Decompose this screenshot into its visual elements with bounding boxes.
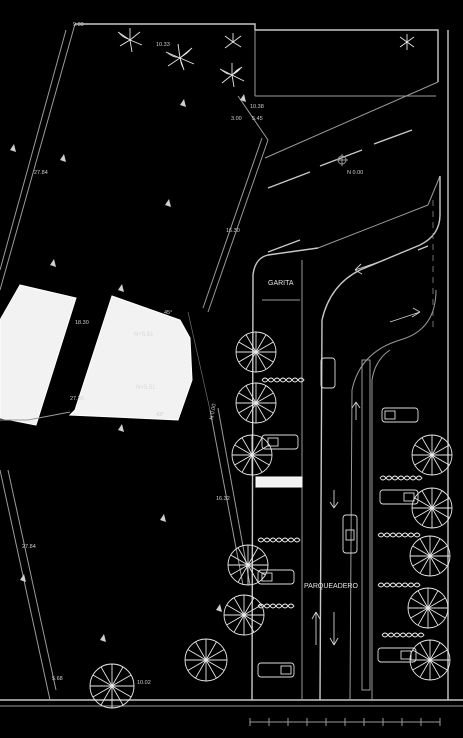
hedge-row [381,632,425,638]
dim-2784-bottom: 27.84 [22,544,36,550]
hedge-row [261,377,305,383]
garita-label: GARITA [268,280,294,287]
tree-icon [235,382,277,424]
tree-icon [227,544,269,586]
tree-icon [223,594,265,636]
hedge-row [377,582,421,588]
level-label-side: N 0.00 [209,403,218,420]
level-label-b: N+5.51 [136,385,156,391]
tree-icon [407,587,449,629]
dim-2784-top: 27.84 [34,170,48,176]
tree-icon [409,639,451,681]
dim-1033: 10.33 [156,42,170,48]
hedge-row [257,537,301,543]
tree-icon [235,331,277,373]
tree-icon [184,638,228,682]
tree-icon [411,434,453,476]
plan-text: GARITA PARQUEADERO N+5.51 N+5.51 N 0.00 … [22,22,363,686]
dim-545: 5.45 [252,116,263,122]
angle-43: 43° [156,412,164,418]
corner-top: 9.30 [73,22,84,28]
hedge-row [257,603,295,609]
level-label-road: N 0.00 [347,170,363,176]
corner-bottom: 5.68 [52,676,63,682]
tree-icon [411,487,453,529]
direction-arrows [311,259,421,646]
hedges [257,377,425,638]
dim-1632: 16.32 [216,496,230,502]
scale-bar [249,718,441,726]
angle-45: 45° [164,310,172,316]
dim-1830: 18.30 [75,320,89,326]
dim-1002: 10.02 [137,680,151,686]
property-boundary [0,23,463,707]
dim-1630: 16.30 [226,228,240,234]
round-trees [89,331,453,709]
tree-icon [89,663,135,709]
plot-lines [187,30,441,586]
hedge-row [377,532,421,538]
level-label-a: N+5.51 [134,332,154,338]
grass-markers [10,94,246,642]
hedge-row [379,475,423,481]
road-lines [251,176,441,701]
dim-300: 3.00 [231,116,242,122]
parqueadero-label: PARQUEADERO [304,583,358,590]
road-markings [267,129,434,330]
dim-2730: 27.30 [70,396,84,402]
survey-point [336,154,348,166]
parked-cars [257,357,419,678]
palm-trees [117,28,415,88]
tree-icon [409,535,451,577]
tree-icon [231,434,273,476]
building-blocks [0,284,193,426]
dim-1038: 10.38 [250,104,264,110]
